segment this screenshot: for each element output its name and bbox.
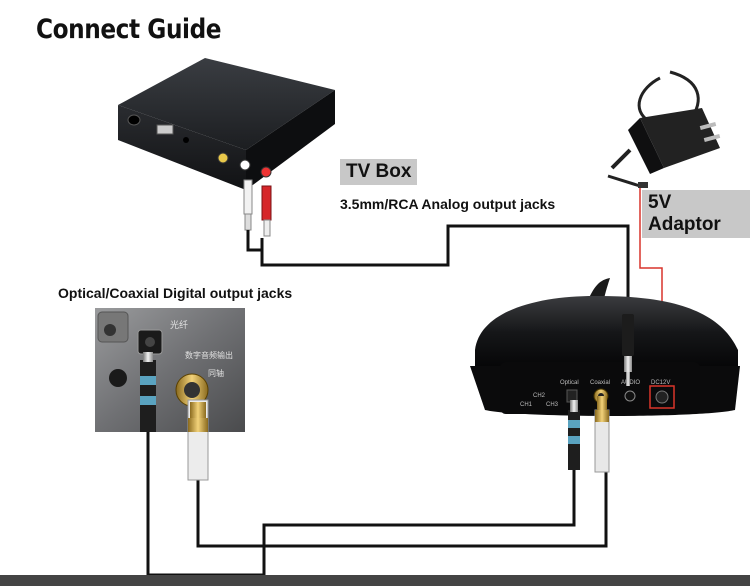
adaptor-label: 5V Adaptor xyxy=(642,190,750,238)
receiver-device: Optical Coaxial AUDIO DC12V CH2 CH1 CH3 xyxy=(470,278,740,416)
receiver-plugs xyxy=(568,396,610,473)
analog-cable xyxy=(260,224,630,320)
analog-jacks-label: 3.5mm/RCA Analog output jacks xyxy=(340,196,556,212)
receiver-dc-label: DC12V xyxy=(651,380,670,386)
receiver-ch2-label: CH2 xyxy=(533,393,546,399)
receiver-ch1-label: CH1 xyxy=(520,402,533,408)
source-panel-label-2: 数字音频输出 xyxy=(185,350,233,360)
tv-box-device xyxy=(118,58,335,190)
receiver-coaxial-label: Coaxial xyxy=(590,380,610,386)
receiver-audio-label: AUDIO xyxy=(621,380,640,386)
source-panel-photo: 光纤 数字音频输出 同轴 xyxy=(95,308,245,432)
rca-plugs xyxy=(243,179,272,252)
jack-plug xyxy=(622,314,634,386)
digital-cables xyxy=(146,432,608,577)
digital-jacks-label: Optical/Coaxial Digital output jacks xyxy=(58,285,293,301)
bottom-bar xyxy=(0,575,750,586)
adaptor-device xyxy=(607,70,721,188)
source-panel-label-1: 光纤 xyxy=(170,319,188,330)
source-panel-label-3: 同轴 xyxy=(208,368,224,378)
receiver-ch3-label: CH3 xyxy=(546,402,559,408)
receiver-optical-label: Optical xyxy=(560,380,579,386)
page-title: Connect Guide xyxy=(36,14,222,45)
source-plugs xyxy=(140,352,209,481)
tv-box-label: TV Box xyxy=(340,159,418,185)
